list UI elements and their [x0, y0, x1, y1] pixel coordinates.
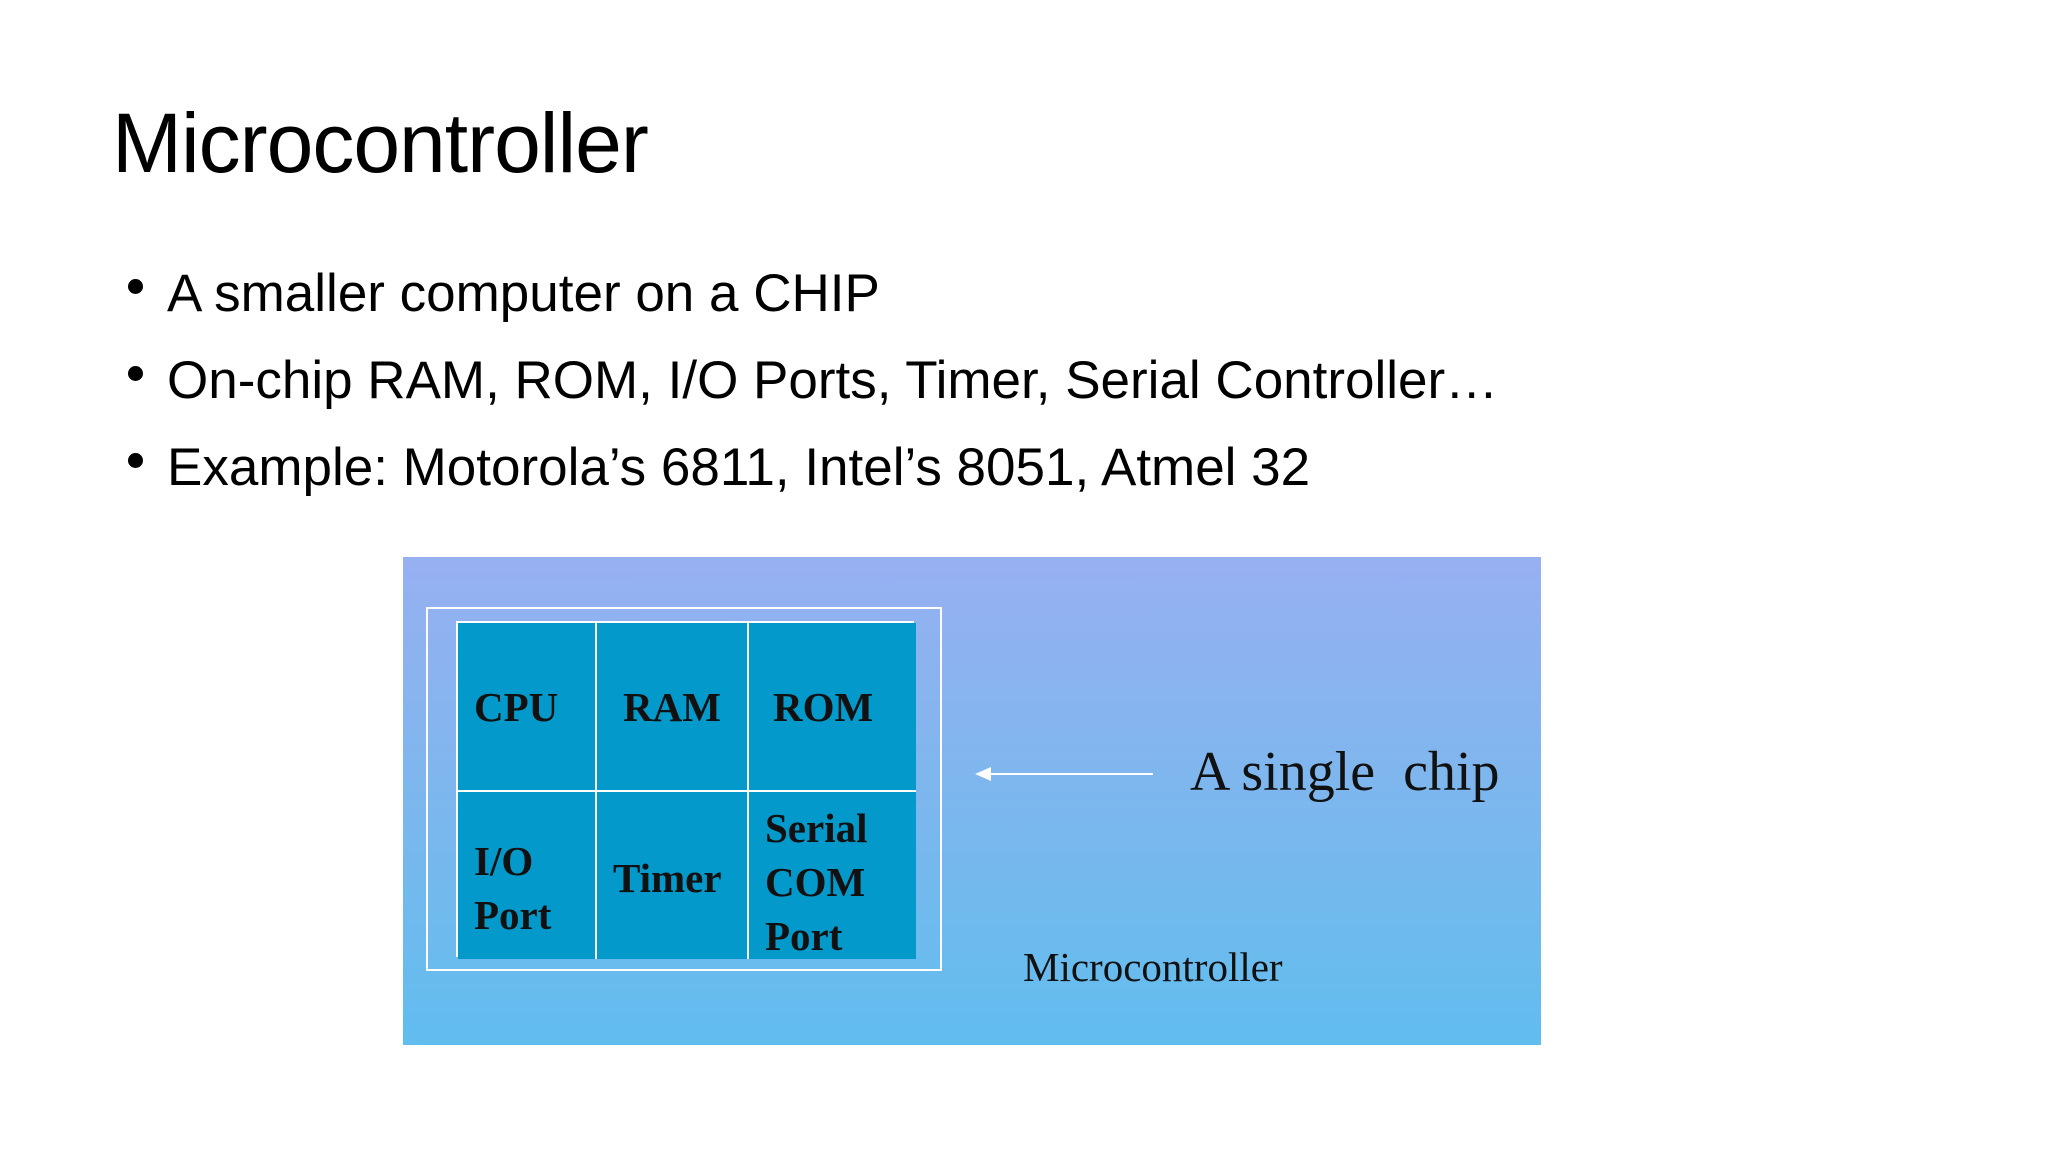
serial-com-port-block: Serial COM Port: [749, 792, 916, 959]
bullet-dot-icon: [128, 453, 143, 468]
chip-block-grid: CPU RAM ROM I/O Port Timer Serial COM Po…: [456, 621, 916, 959]
rom-label: ROM: [773, 683, 874, 730]
io-port-block: I/O Port: [458, 792, 597, 959]
bullet-list: A smaller computer on a CHIP On-chip RAM…: [128, 250, 1498, 511]
timer-block: Timer: [597, 792, 749, 959]
ram-label: RAM: [623, 683, 721, 730]
single-chip-label: A single chip: [1190, 741, 1500, 803]
cpu-label: CPU: [474, 683, 559, 730]
bullet-dot-icon: [128, 366, 143, 381]
bullet-item: Example: Motorola’s 6811, Intel’s 8051, …: [128, 424, 1498, 511]
diagram-caption: Microcontroller: [1023, 944, 1283, 990]
io-port-label-line: Port: [474, 891, 552, 938]
serial-com-port-label-line: COM: [765, 858, 866, 905]
rom-block: ROM: [749, 623, 916, 792]
io-port-label-line: I/O: [474, 837, 534, 884]
timer-label: Timer: [613, 854, 722, 901]
bullet-text: On-chip RAM, ROM, I/O Ports, Timer, Seri…: [167, 351, 1499, 410]
bullet-item: A smaller computer on a CHIP: [128, 250, 1498, 337]
bullet-dot-icon: [128, 279, 143, 294]
slide-title: Microcontroller: [112, 96, 649, 190]
cpu-block: CPU: [458, 623, 597, 792]
left-arrow-icon: [975, 767, 1153, 781]
bullet-item: On-chip RAM, ROM, I/O Ports, Timer, Seri…: [128, 337, 1498, 424]
serial-com-port-label-line: Serial: [765, 804, 868, 851]
bullet-text: A smaller computer on a CHIP: [167, 264, 880, 323]
serial-com-port-label-line: Port: [765, 912, 843, 959]
io-port-label: I/O Port: [474, 834, 551, 942]
microcontroller-diagram: CPU RAM ROM I/O Port Timer Serial COM Po…: [403, 557, 1541, 1045]
serial-com-port-label: Serial COM Port: [765, 801, 867, 963]
bullet-text: Example: Motorola’s 6811, Intel’s 8051, …: [167, 438, 1311, 497]
ram-block: RAM: [597, 623, 749, 792]
chip-outline: [426, 607, 942, 971]
